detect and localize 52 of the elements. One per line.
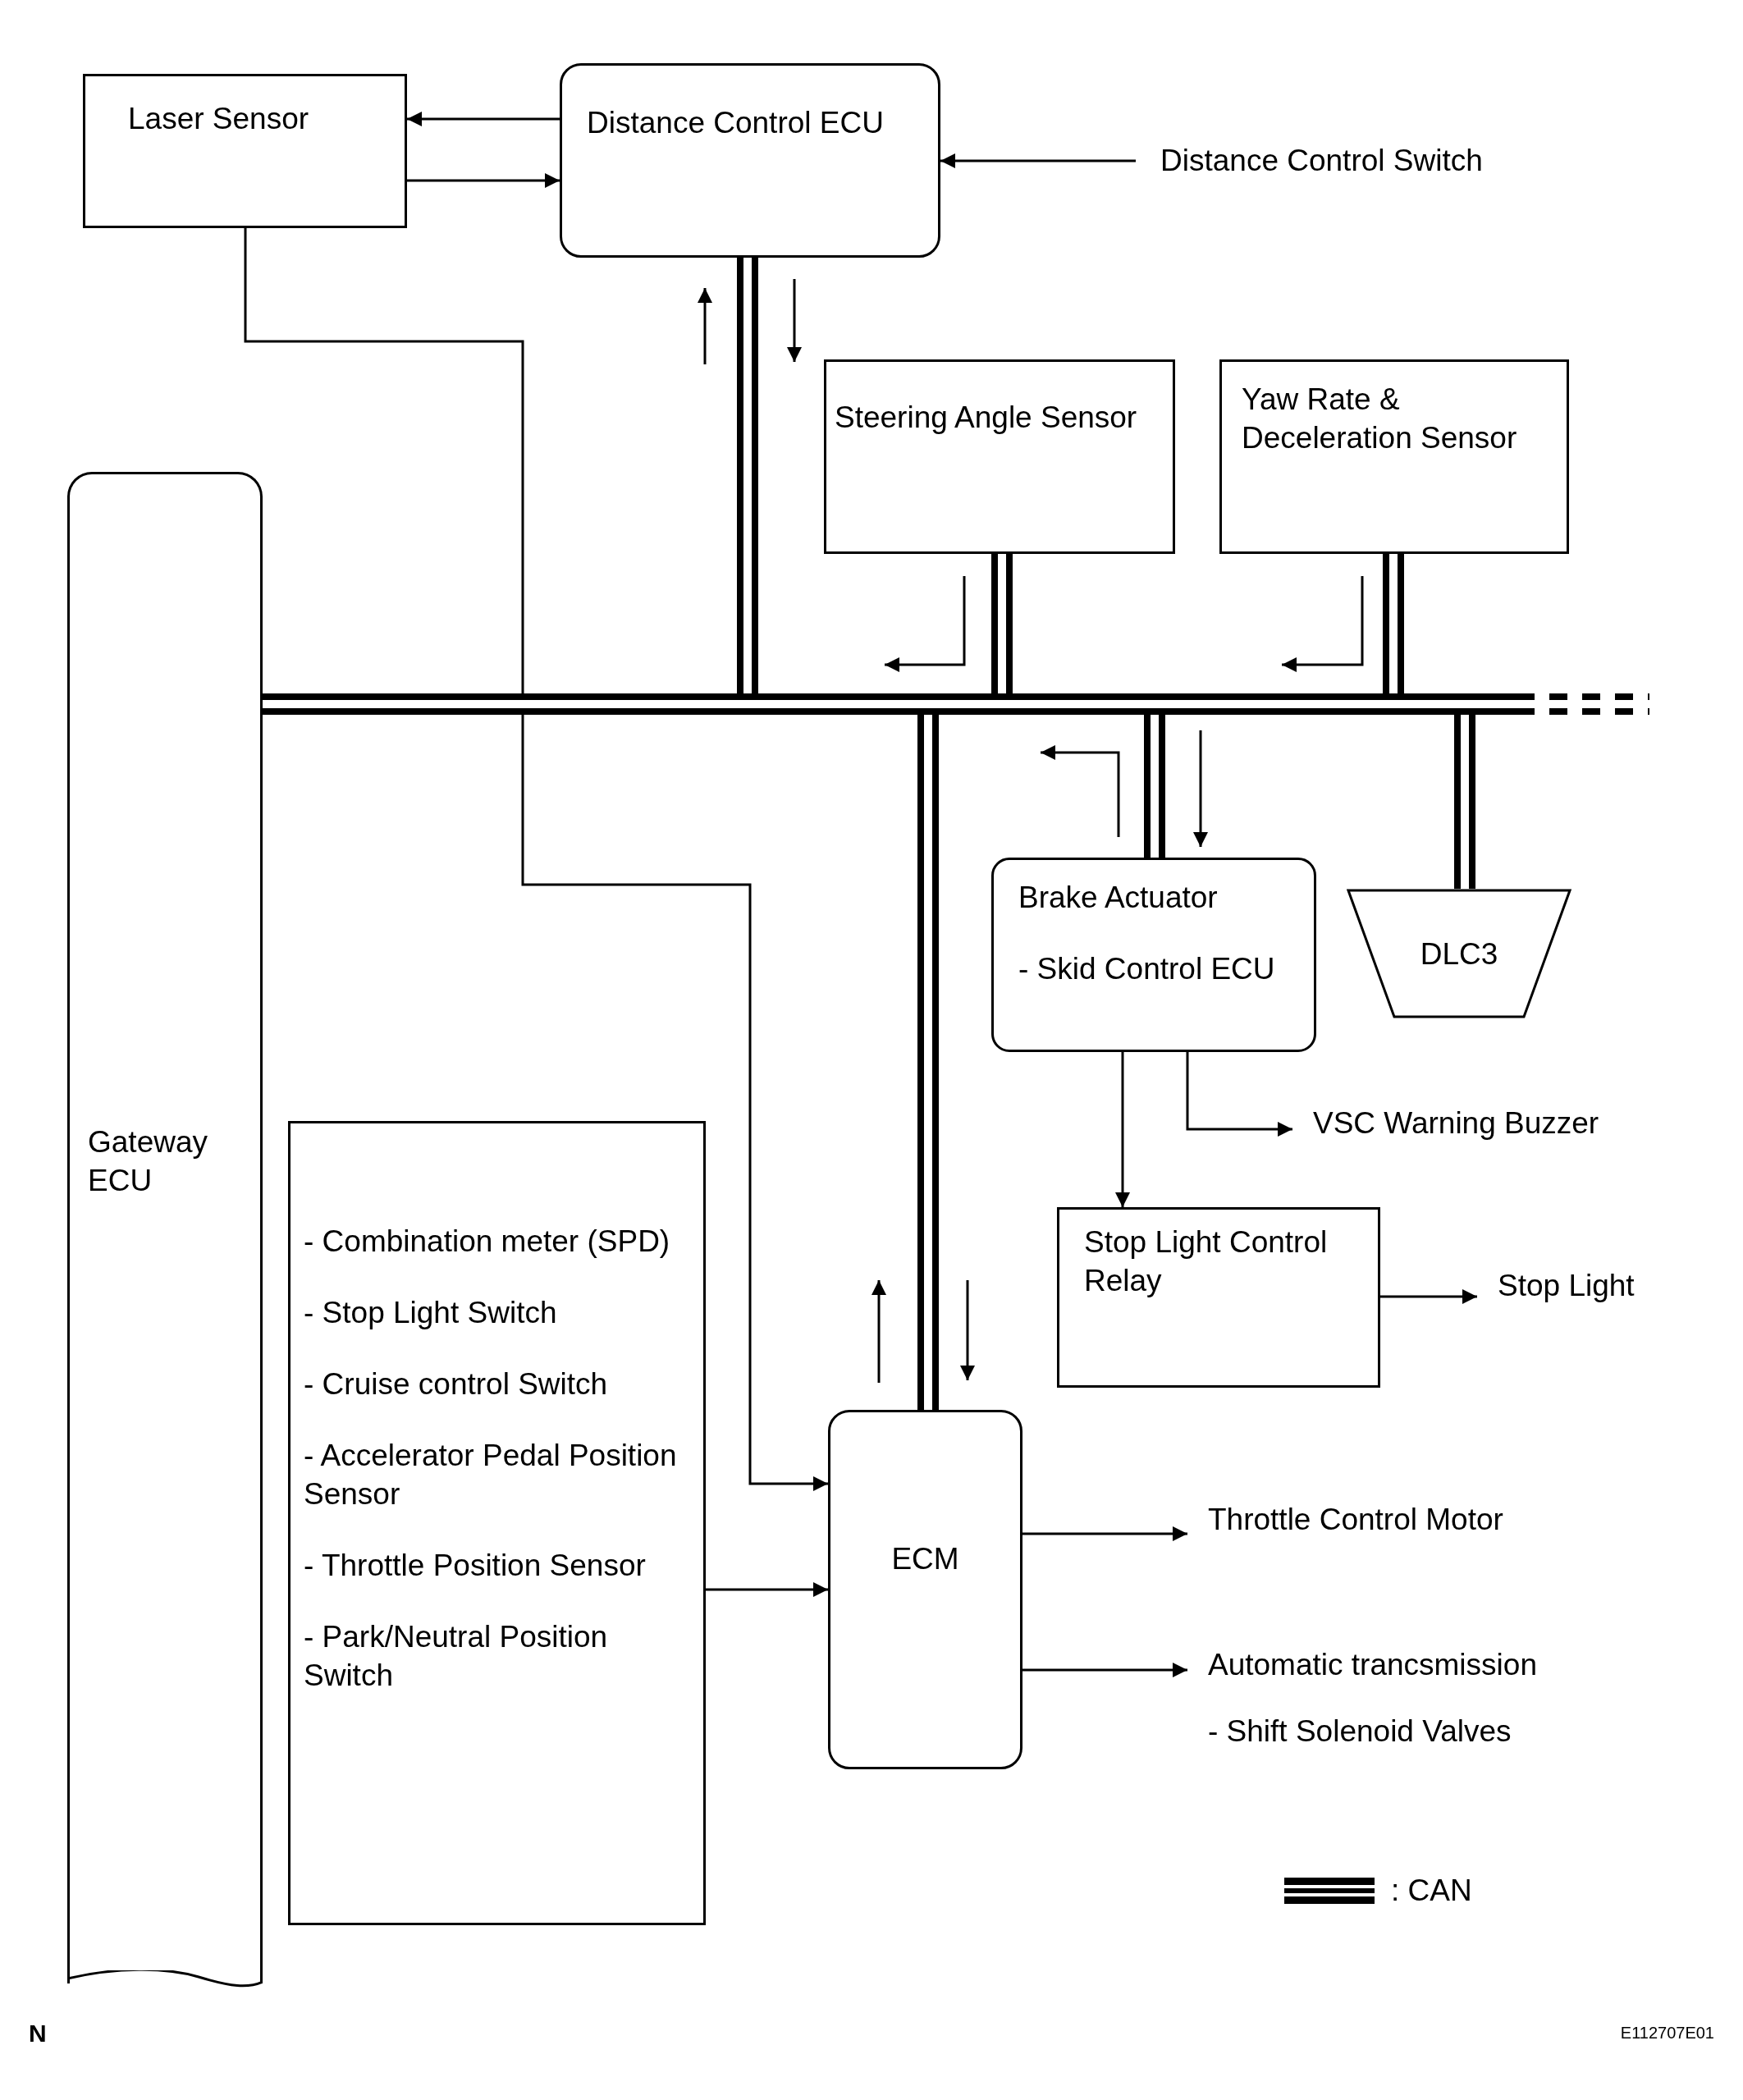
ecu-block <box>991 858 1316 1052</box>
block-label: Distance Control ECU <box>587 105 885 141</box>
ecu-block <box>288 1121 706 1925</box>
arrow <box>1115 1052 1130 1207</box>
block-label: Brake Actuator <box>1018 880 1219 916</box>
output-label: Throttle Control Motor <box>1208 1502 1504 1538</box>
can-bus-line <box>263 693 295 715</box>
output-label: VSC Warning Buzzer <box>1313 1105 1600 1142</box>
block-label: Stop Light Control Relay <box>1084 1224 1329 1299</box>
ecu-block <box>83 74 407 228</box>
arrow <box>244 228 828 1491</box>
block-label: Yaw Rate & Deceleration Sensor <box>1242 382 1518 456</box>
can-bus-line <box>737 258 758 693</box>
block-label: ECM <box>891 1541 959 1577</box>
block-label: - Stop Light Switch <box>304 1295 558 1331</box>
can-bus-line <box>991 554 1013 693</box>
ecu-block <box>824 359 1175 554</box>
ecu-block <box>1219 359 1569 554</box>
block-label: - Park/Neutral Position Switch <box>304 1619 609 1694</box>
arrow <box>1022 1526 1187 1541</box>
legend-label: : CAN <box>1391 1873 1472 1909</box>
arrow <box>1022 1663 1187 1677</box>
block-label: DLC3 <box>1420 936 1498 972</box>
ecu-block <box>828 1410 1022 1769</box>
can-bus-bar <box>295 693 1535 715</box>
output-label: - Shift Solenoid Valves <box>1208 1713 1512 1750</box>
block-label: Steering Angle Sensor <box>835 400 1138 436</box>
output-label: Stop Light <box>1498 1268 1635 1304</box>
output-label: Automatic trancsmission <box>1208 1647 1538 1683</box>
arrow <box>407 112 560 126</box>
block-label: - Accelerator Pedal Position Sensor <box>304 1438 678 1512</box>
ecu-block <box>1057 1207 1380 1388</box>
block-label: - Throttle Position Sensor <box>304 1548 647 1584</box>
can-bus-line <box>917 715 939 1410</box>
block-label: Gateway ECU <box>88 1124 208 1199</box>
arrow <box>1380 1289 1477 1304</box>
block-label: - Cruise control Switch <box>304 1366 609 1402</box>
can-bus-line <box>1454 715 1475 889</box>
arrow <box>706 1582 828 1597</box>
orientation-mark: N <box>29 2019 47 2048</box>
ecu-block <box>560 63 940 258</box>
arrow <box>1186 1052 1292 1137</box>
can-bus-line <box>1383 554 1404 693</box>
block-label: - Combination meter (SPD) <box>304 1224 671 1260</box>
arrow <box>940 153 1136 168</box>
block-label: Laser Sensor <box>128 101 310 137</box>
figure-code: E112707E01 <box>1620 2023 1714 2043</box>
connector-block <box>1347 889 1571 1018</box>
input-label: Distance Control Switch <box>1160 143 1484 179</box>
block-label: - Skid Control ECU <box>1018 951 1276 987</box>
arrow <box>407 173 560 188</box>
can-bus-line <box>1144 715 1165 858</box>
